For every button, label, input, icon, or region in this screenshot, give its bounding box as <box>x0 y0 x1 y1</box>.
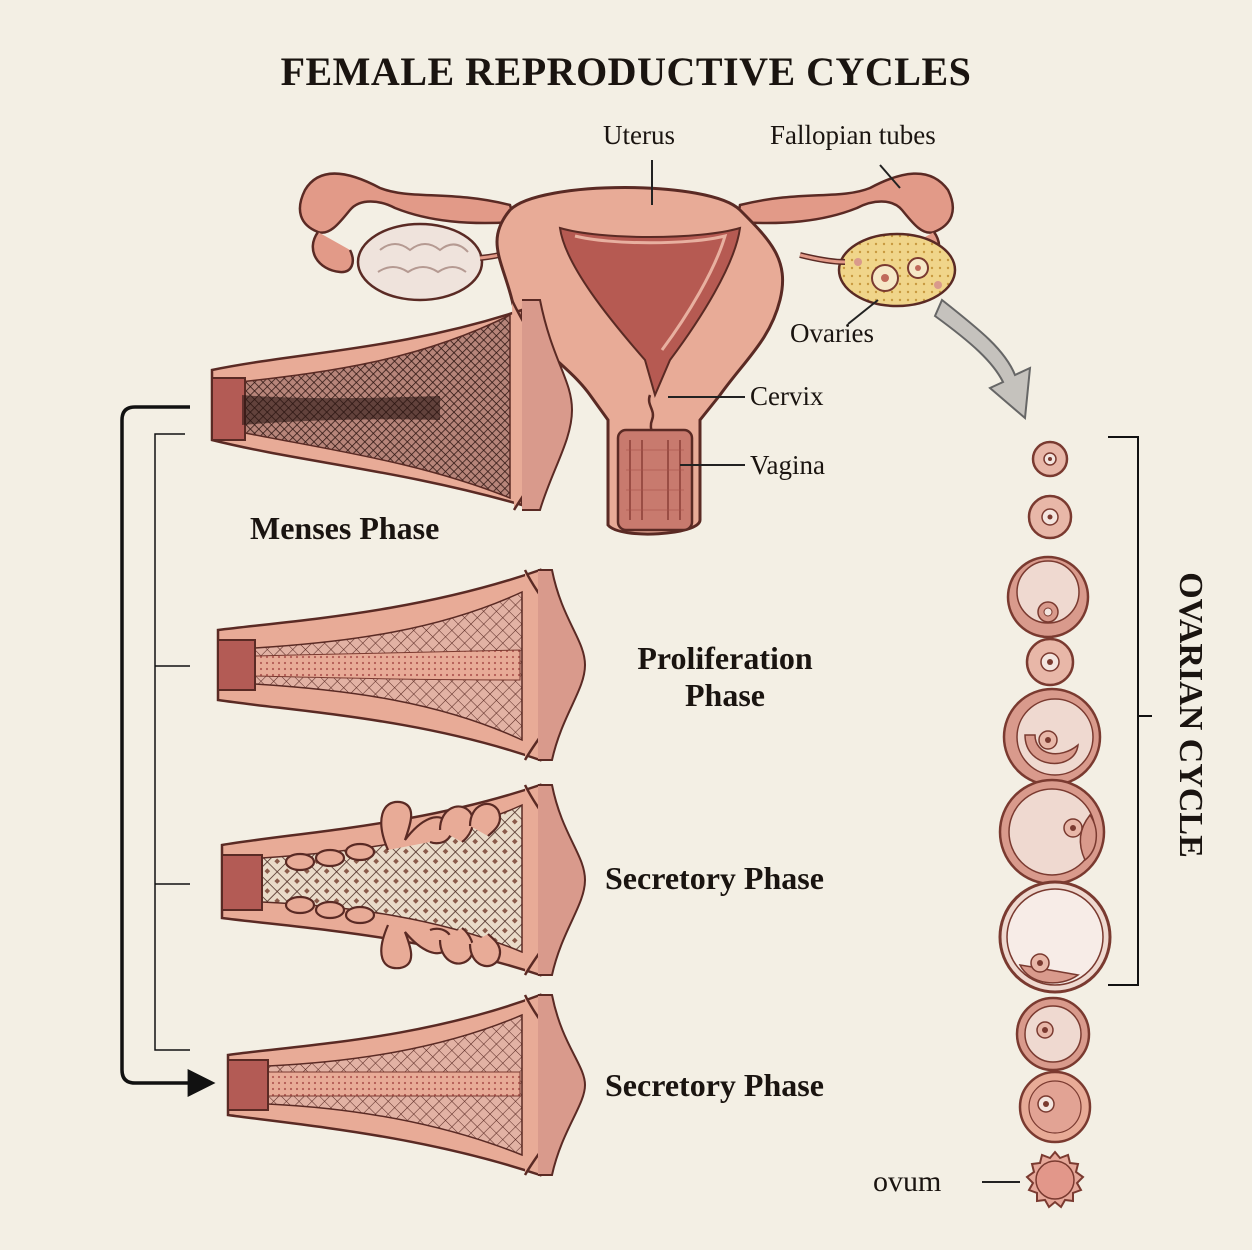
fallopian-tubes-label: Fallopian tubes <box>770 120 936 151</box>
proliferation-phase-line1: Proliferation <box>600 640 850 677</box>
follicle-9 <box>1020 1072 1090 1142</box>
proliferation-phase-line2: Phase <box>600 677 850 714</box>
ovarian-follicles <box>982 442 1110 1207</box>
follicle-6 <box>1000 780 1104 884</box>
follicle-3 <box>1008 557 1088 637</box>
vagina-shape <box>618 430 692 530</box>
follicle-8 <box>1017 998 1089 1070</box>
follicle-2 <box>1029 496 1071 538</box>
left-ovary <box>358 224 482 300</box>
secretory-phase-label-1: Secretory Phase <box>605 860 824 897</box>
right-fallopian-tube <box>737 174 953 233</box>
menses-section <box>212 300 572 510</box>
cervix-label: Cervix <box>750 381 824 412</box>
secretory-phase-label-2: Secretory Phase <box>605 1067 824 1104</box>
ovarian-cycle-label: OVARIAN CYCLE <box>1171 572 1209 858</box>
ovaries-label: Ovaries <box>790 318 874 349</box>
follicle-7 <box>1000 882 1110 992</box>
menses-phase-label: Menses Phase <box>250 510 439 547</box>
secretory-section-1 <box>222 785 585 975</box>
follicle-5 <box>1004 689 1100 785</box>
proliferation-section <box>218 570 585 760</box>
ovum-label: ovum <box>873 1165 941 1199</box>
ovarian-cycle-bracket <box>1108 437 1152 985</box>
secretory-section-2 <box>228 995 585 1175</box>
ovary-to-cycle-arrow <box>935 300 1030 418</box>
right-ovary <box>839 234 955 306</box>
proliferation-phase-label: Proliferation Phase <box>600 640 850 714</box>
vagina-label: Vagina <box>750 450 825 481</box>
ovum-cell <box>1027 1152 1083 1207</box>
uterus-label: Uterus <box>603 120 675 151</box>
diagram-title: FEMALE REPRODUCTIVE CYCLES <box>0 48 1252 95</box>
cycle-bracket <box>122 407 210 1083</box>
follicle-1 <box>1033 442 1067 476</box>
follicle-4 <box>1027 639 1073 685</box>
